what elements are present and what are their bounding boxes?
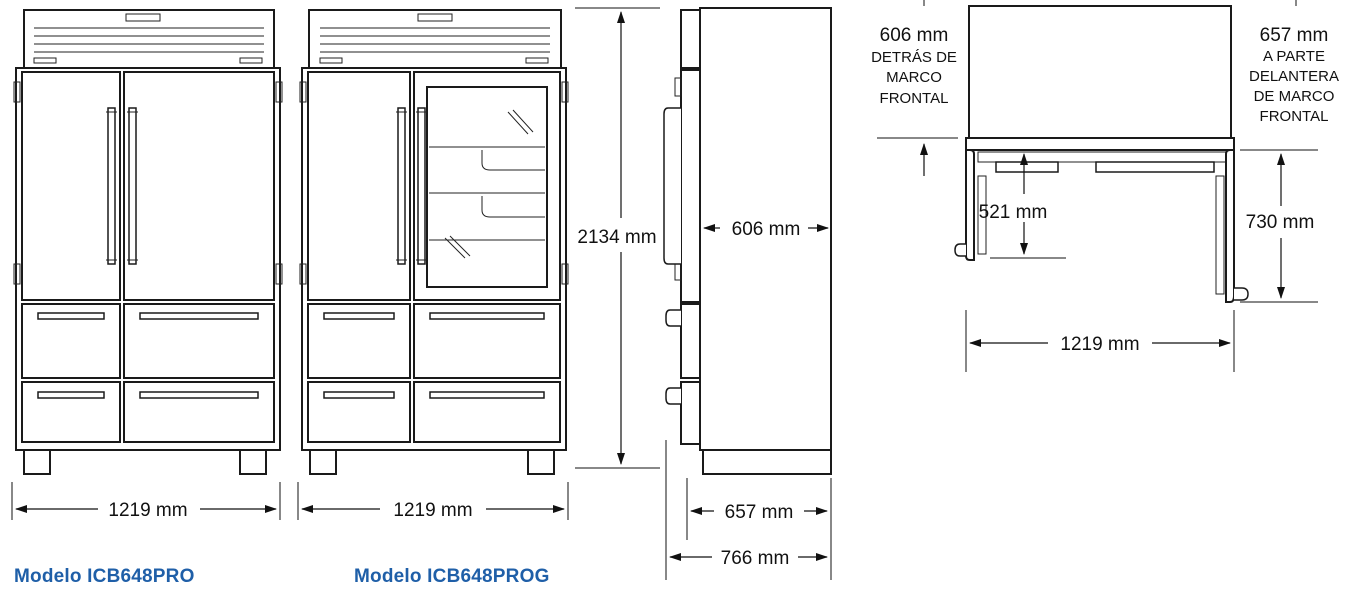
top-right-line-4: FRONTAL xyxy=(1260,108,1329,125)
grille-prog xyxy=(308,9,562,69)
side-cabinet xyxy=(699,7,832,451)
depth-657-label: 657 mm xyxy=(725,502,794,523)
height-label: 2134 mm xyxy=(577,227,656,248)
model-caption-pro: Modelo ICB648PRO xyxy=(14,566,195,587)
swing-730-label: 730 mm xyxy=(1246,212,1315,233)
top-right-line-2: DELANTERA xyxy=(1249,68,1339,85)
front-view-prog xyxy=(299,9,569,475)
side-view xyxy=(663,7,832,475)
handle-left-pro xyxy=(107,107,116,265)
right-door-pro xyxy=(123,71,275,301)
top-left-line-1: DETRÁS DE xyxy=(871,49,957,66)
top-right-line-1: A PARTE xyxy=(1263,48,1325,65)
top-right-value: 657 mm xyxy=(1260,25,1329,46)
handle-right-pro xyxy=(128,107,137,265)
top-view xyxy=(954,5,1249,303)
front-view-pro xyxy=(13,9,283,475)
top-left-value: 606 mm xyxy=(880,25,949,46)
depth-766-label: 766 mm xyxy=(721,548,790,569)
model-caption-prog: Modelo ICB648PROG xyxy=(354,566,550,587)
width-label-prog: 1219 mm xyxy=(393,500,472,521)
left-door-pro xyxy=(21,71,121,301)
top-left-line-2: MARCO xyxy=(886,69,942,86)
swing-521-label: 521 mm xyxy=(979,202,1048,223)
left-door-prog xyxy=(307,71,411,301)
grille-pro xyxy=(23,9,275,69)
side-depth-label: 606 mm xyxy=(732,219,801,240)
width-label-pro: 1219 mm xyxy=(108,500,187,521)
top-width-label: 1219 mm xyxy=(1060,334,1139,355)
top-left-line-3: FRONTAL xyxy=(880,90,949,107)
top-right-line-3: DE MARCO xyxy=(1254,88,1335,105)
top-cabinet xyxy=(968,5,1232,139)
